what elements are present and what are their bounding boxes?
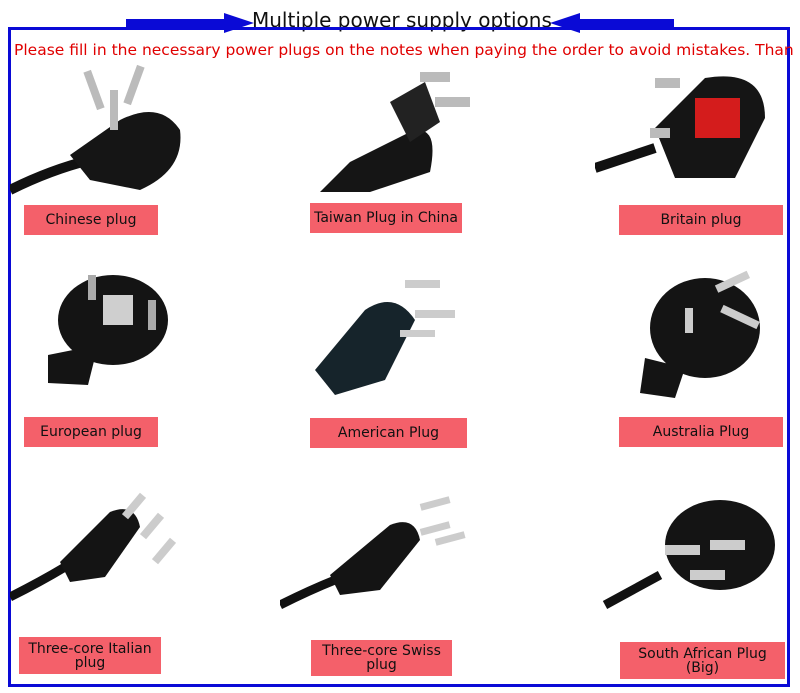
plug-label: Three-core Swiss plug bbox=[311, 640, 452, 676]
chinese-plug-icon bbox=[10, 64, 181, 195]
content-frame bbox=[8, 27, 790, 687]
plug-label: Chinese plug bbox=[24, 205, 158, 235]
south-african-plug-icon bbox=[602, 500, 775, 609]
plug-label: South African Plug (Big) bbox=[620, 642, 785, 679]
taiwan-plug-icon bbox=[320, 72, 470, 192]
order-notice: Please fill in the necessary power plugs… bbox=[14, 41, 794, 59]
australia-plug-icon bbox=[640, 270, 760, 398]
swiss-plug-icon bbox=[280, 496, 466, 610]
britain-plug-icon bbox=[595, 76, 765, 178]
plug-label: Taiwan Plug in China bbox=[310, 203, 462, 233]
american-plug-icon bbox=[315, 280, 455, 395]
plug-label: Three-core Italian plug bbox=[19, 637, 161, 674]
plug-label: Britain plug bbox=[619, 205, 783, 235]
plug-label: American Plug bbox=[310, 418, 467, 448]
european-plug-icon bbox=[48, 275, 168, 385]
plug-label: Australia Plug bbox=[619, 417, 783, 447]
plug-label: European plug bbox=[24, 417, 158, 447]
italian-plug-icon bbox=[10, 492, 177, 602]
